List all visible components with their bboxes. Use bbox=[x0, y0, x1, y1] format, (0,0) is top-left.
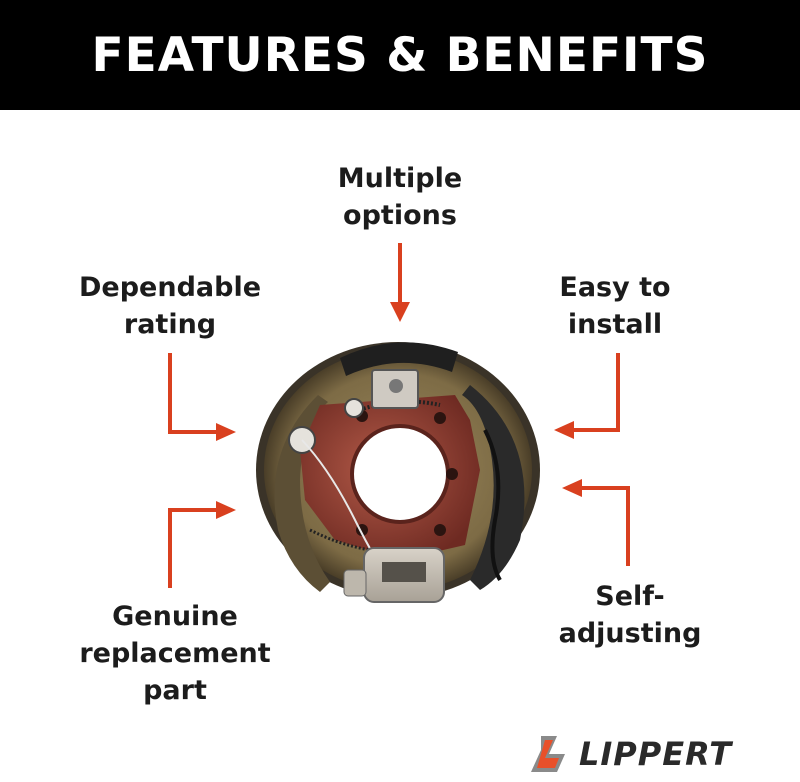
spring-bottom bbox=[309, 528, 371, 552]
callout-line: replacement bbox=[79, 638, 271, 669]
logo-text: LIPPERT bbox=[579, 735, 733, 773]
callout-multiple-options: Multiple options bbox=[310, 160, 490, 234]
wire-lead bbox=[483, 429, 502, 582]
callout-arrows bbox=[168, 243, 630, 588]
arrow-genuine-part bbox=[168, 508, 218, 588]
callout-line: part bbox=[143, 675, 207, 706]
callout-line: rating bbox=[123, 309, 217, 340]
header-banner: FEATURES & BENEFITS bbox=[0, 0, 800, 110]
lippert-logo: LIPPERT bbox=[527, 732, 732, 776]
callout-self-adjusting: Self- adjusting bbox=[545, 578, 715, 652]
lippert-mark-icon bbox=[531, 736, 565, 772]
top-cover bbox=[340, 342, 458, 376]
callout-line: Self- bbox=[595, 581, 665, 612]
callout-line: options bbox=[343, 200, 457, 231]
callout-easy-to-install: Easy to install bbox=[530, 269, 700, 343]
callout-line: Multiple bbox=[337, 163, 463, 194]
page-title: FEATURES & BENEFITS bbox=[91, 27, 709, 83]
callout-line: Genuine bbox=[112, 601, 238, 632]
center-hole bbox=[350, 424, 450, 524]
brake-shoe-right bbox=[462, 385, 525, 590]
arrow-dependable-rating bbox=[168, 353, 218, 434]
callout-genuine-part: Genuine replacement part bbox=[60, 598, 290, 709]
callout-line: Dependable bbox=[78, 272, 262, 303]
callout-line: adjusting bbox=[558, 618, 702, 649]
callout-line: Easy to bbox=[559, 272, 671, 303]
callout-dependable-rating: Dependable rating bbox=[60, 269, 280, 343]
arrow-heads bbox=[216, 302, 582, 519]
brake-shoe-left bbox=[274, 395, 330, 592]
arrow-self-adjusting bbox=[580, 486, 630, 566]
arrow-easy-install bbox=[572, 353, 620, 432]
callout-line: install bbox=[567, 309, 663, 340]
spring-top bbox=[359, 399, 441, 412]
